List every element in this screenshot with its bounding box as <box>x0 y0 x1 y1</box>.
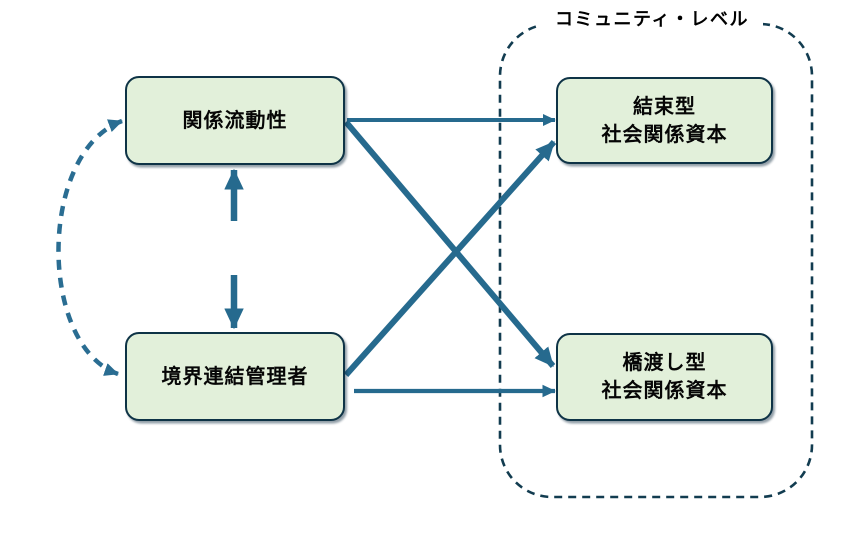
node-bridging-social-capital-line2: 社会関係資本 <box>601 380 728 402</box>
node-bonding-social-capital-line1: 結束型 <box>633 95 696 118</box>
arrow-mobility-to-bridging <box>343 120 556 368</box>
node-relational-mobility-label: 関係流動性 <box>182 109 288 132</box>
node-boundary-spanning-manager: 境界連結管理者 <box>125 332 345 421</box>
node-boundary-spanning-manager-label: 境界連結管理者 <box>161 365 309 388</box>
node-bonding-social-capital-line2: 社会関係資本 <box>601 123 728 146</box>
node-relational-mobility: 関係流動性 <box>125 76 345 165</box>
node-bonding-social-capital: 結束型 社会関係資本 <box>556 77 773 164</box>
community-level-label: コミュニティ・レベル <box>541 2 763 33</box>
node-bridging-social-capital: 橋渡し型 社会関係資本 <box>556 333 773 421</box>
arrow-spanner-to-bonding <box>343 140 557 377</box>
node-bridging-social-capital-line1: 橋渡し型 <box>622 352 707 374</box>
feedback-dashed-curve-arrow <box>56 118 123 377</box>
